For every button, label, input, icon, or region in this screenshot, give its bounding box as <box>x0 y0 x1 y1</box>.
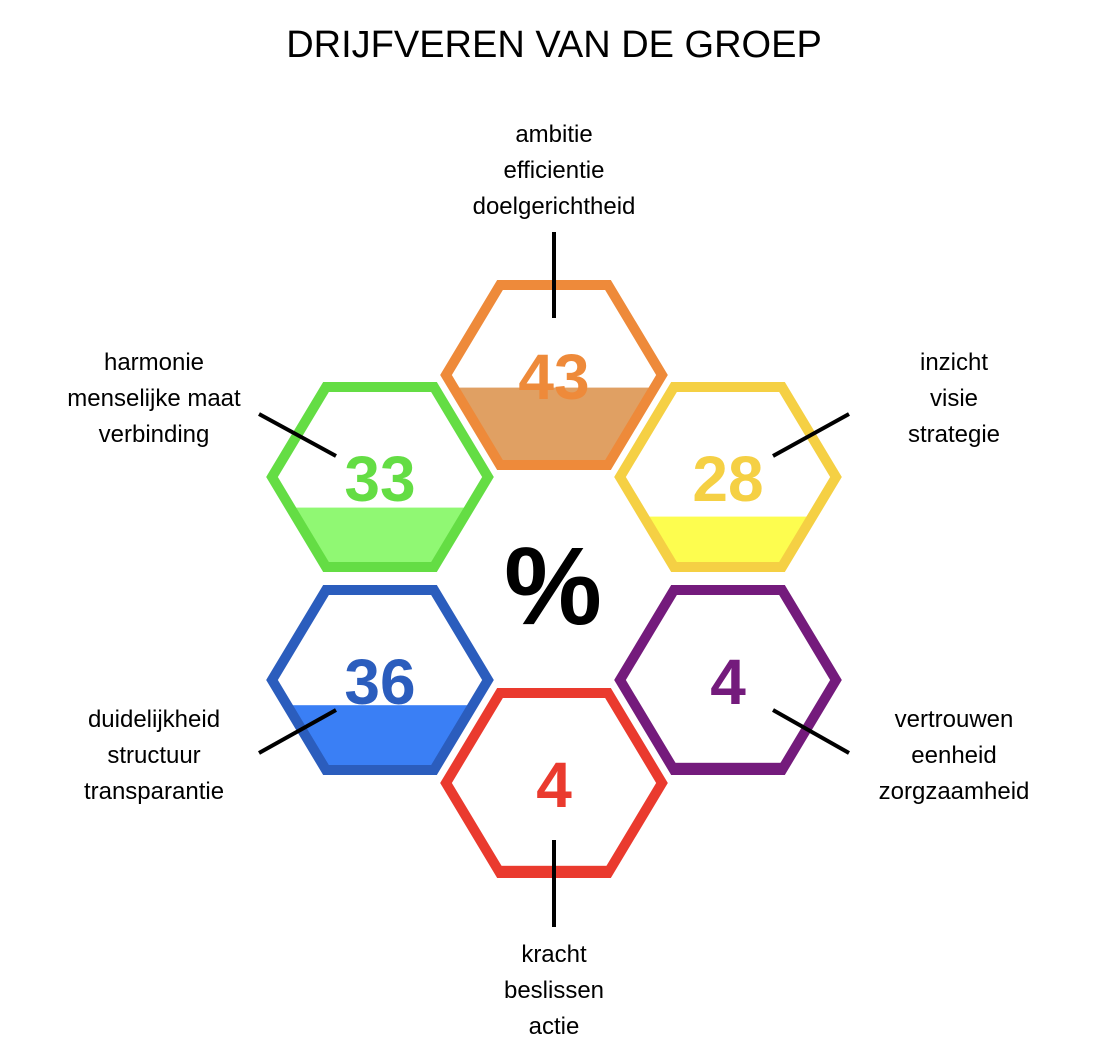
label-lower-left-line: structuur <box>107 742 200 769</box>
label-bottom-line: beslissen <box>504 977 604 1004</box>
label-upper-left-line: verbinding <box>99 421 210 448</box>
label-top-line: ambitie <box>515 121 592 148</box>
hexagon-lower-right-outline <box>614 585 842 775</box>
hexagon-upper-right-value: 28 <box>692 443 763 515</box>
hexagon-upper-right: 28 <box>614 382 842 572</box>
hexagon-upper-left-value: 33 <box>344 443 415 515</box>
label-bottom-line: actie <box>529 1013 580 1040</box>
label-lower-left-line: duidelijkheid <box>88 706 220 733</box>
hexagon-top-outline <box>440 280 668 470</box>
connector-line-lower-left <box>258 708 337 755</box>
hexagon-lower-right-value: 4 <box>710 646 746 718</box>
label-lower-right-line: vertrouwen <box>895 706 1014 733</box>
label-lower-left: duidelijkheid structuur transparantie <box>84 706 224 805</box>
label-lower-right-line: zorgzaamheid <box>879 778 1030 805</box>
label-upper-left-line: harmonie <box>104 349 204 376</box>
label-upper-right-line: strategie <box>908 421 1000 448</box>
hexagon-lower-left-outline <box>266 585 494 775</box>
hexagon-upper-right-outline <box>614 382 842 572</box>
hexagon-upper-left-outline <box>266 382 494 572</box>
label-top-line: doelgerichtheid <box>473 193 636 220</box>
connector-line-lower-right <box>772 708 850 755</box>
label-top-line: efficientie <box>504 157 605 184</box>
label-upper-right-line: inzicht <box>920 349 988 376</box>
label-upper-right-line: visie <box>930 385 978 412</box>
label-bottom: kracht beslissen actie <box>504 941 604 1040</box>
label-lower-right: vertrouwen eenheid zorgzaamheid <box>879 706 1030 805</box>
label-bottom-line: kracht <box>521 941 587 968</box>
connector-line-upper-left <box>258 412 337 458</box>
hexagon-bottom-value: 4 <box>536 749 572 821</box>
label-upper-left-line: menselijke maat <box>67 385 241 412</box>
hexagon-top-value: 43 <box>518 341 589 413</box>
center-percent-symbol: % <box>504 525 602 648</box>
hexagon-upper-left: 33 <box>266 382 494 572</box>
label-lower-left-line: transparantie <box>84 778 224 805</box>
hexagon-bottom-outline <box>440 688 668 878</box>
hexagon-lower-right: 4 <box>614 585 842 775</box>
label-upper-left: harmonie menselijke maat verbinding <box>67 349 241 448</box>
hexagon-lower-left: 36 <box>266 585 494 775</box>
connector-line-upper-right <box>772 412 850 458</box>
label-lower-right-line: eenheid <box>911 742 996 769</box>
diagram-title: DRIJFVEREN VAN DE GROEP <box>286 24 822 66</box>
hexagon-lower-left-value: 36 <box>344 646 415 718</box>
label-top: ambitie efficientie doelgerichtheid <box>473 121 636 220</box>
label-upper-right: inzicht visie strategie <box>908 349 1000 448</box>
